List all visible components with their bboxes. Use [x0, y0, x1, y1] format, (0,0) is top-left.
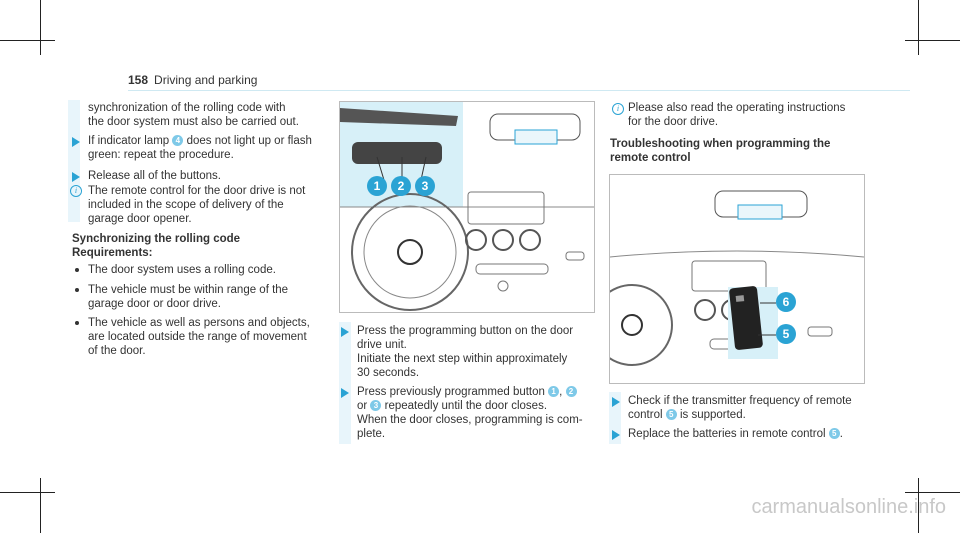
- crop-mark: [918, 478, 919, 533]
- step-arrow-icon: [612, 397, 620, 407]
- text-line: Check if the transmitter frequency of re…: [628, 395, 852, 407]
- step-arrow-icon: [612, 430, 620, 440]
- text-line: 30 seconds.: [357, 367, 420, 379]
- text-line: Press previously programmed button 1, 2: [357, 385, 577, 399]
- remote-badge: 5: [828, 428, 840, 440]
- requirements-label: Requirements:: [72, 247, 153, 259]
- crop-mark: [0, 492, 55, 493]
- text-line: of the door.: [88, 345, 146, 357]
- text-line: the door system must also be carried out…: [88, 116, 299, 128]
- figure-callout-label: 2: [391, 176, 411, 196]
- text-line: plete.: [357, 428, 386, 440]
- section-heading: Troubleshooting when programming the: [610, 138, 831, 150]
- text-line: green: repeat the procedure.: [88, 149, 234, 161]
- middle-column: Press the programming button on the door…: [341, 325, 583, 440]
- text-line: or 3 repeatedly until the door closes.: [357, 400, 548, 412]
- bullet-icon: [75, 288, 79, 292]
- crop-mark: [918, 0, 919, 55]
- step-arrow-icon: [341, 388, 349, 398]
- bullet-icon: [75, 268, 79, 272]
- text-line: If indicator lamp 4 does not light up or…: [88, 135, 312, 147]
- step-arrow-icon: [72, 137, 80, 147]
- text-line: Release all of the buttons.: [88, 170, 221, 182]
- text-line: The vehicle as well as persons and objec…: [88, 317, 310, 329]
- dashboard-remote-illustration: [610, 190, 864, 366]
- header-rule: [128, 90, 910, 91]
- button-badge: 3: [370, 400, 382, 412]
- info-icon: i: [612, 103, 624, 115]
- crop-mark: [0, 40, 55, 41]
- watermark: carmanualsonline.info: [751, 496, 946, 518]
- crop-mark: [40, 478, 41, 533]
- text-line: The door system uses a rolling code.: [88, 264, 276, 276]
- page-header: 158 Driving and parking: [128, 73, 257, 87]
- figure-callout-label: 3: [415, 176, 435, 196]
- figure-remote-control: [609, 174, 865, 384]
- text-line: synchronization of the rolling code with: [88, 102, 286, 114]
- text-line: garage door or door drive.: [88, 298, 221, 310]
- crop-mark: [40, 0, 41, 55]
- text-line: for the door drive.: [628, 116, 719, 128]
- page-number: 158: [128, 73, 149, 87]
- text-line: included in the scope of delivery of the: [88, 199, 284, 211]
- text-line: Please also read the operating instructi…: [628, 102, 846, 114]
- remote-badge: 5: [665, 409, 677, 421]
- text-line: control 5 is supported.: [628, 409, 746, 421]
- section-heading: Synchronizing the rolling code: [72, 233, 241, 245]
- text-line: The vehicle must be within range of the: [88, 284, 289, 296]
- figure-callout-label: 6: [776, 292, 796, 312]
- step-arrow-icon: [341, 327, 349, 337]
- text-line: Initiate the next step within approximat…: [357, 353, 568, 365]
- text-line: drive unit.: [357, 339, 407, 351]
- text-line: The remote control for the door drive is…: [88, 185, 306, 197]
- text-line: When the door closes, programming is com…: [357, 414, 583, 426]
- figure-callout-label: 1: [367, 176, 387, 196]
- crop-mark: [905, 492, 960, 493]
- text-line: Replace the batteries in remote control …: [628, 428, 843, 440]
- figure-callout-label: 5: [776, 324, 796, 344]
- text-line: are located outside the range of movemen…: [88, 331, 307, 343]
- step-arrow-icon: [72, 172, 80, 182]
- button-badge: 2: [565, 386, 577, 398]
- button-badge: 1: [548, 386, 560, 398]
- indicator-badge: 4: [172, 135, 184, 147]
- left-column: synchronization of the rolling code with…: [0, 0, 330, 533]
- section-title: Driving and parking: [154, 73, 258, 87]
- bullet-icon: [75, 321, 79, 325]
- text-line: garage door opener.: [88, 213, 192, 225]
- crop-mark: [905, 40, 960, 41]
- section-heading: remote control: [610, 152, 691, 164]
- info-icon: i: [70, 185, 82, 197]
- text-line: Press the programming button on the door: [357, 325, 574, 337]
- figure-programming-buttons: [339, 101, 595, 313]
- margin-bar: [339, 322, 351, 444]
